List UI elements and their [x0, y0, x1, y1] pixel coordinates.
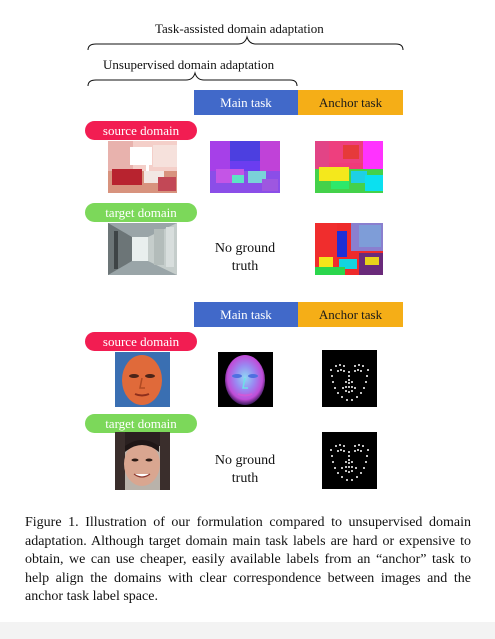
figure-caption: Figure 1. Illustration of our formulatio…	[25, 515, 471, 605]
outer-brace-label: Task-assisted domain adaptation	[155, 21, 324, 36]
source-face-normals	[218, 352, 273, 407]
target-domain-pill: target domain	[85, 203, 197, 222]
no-gt-line2: truth	[231, 259, 259, 274]
brace-diagram	[87, 35, 404, 87]
no-gt-line1: No ground	[214, 241, 276, 256]
inner-brace-label: Unsupervised domain adaptation	[103, 57, 275, 72]
target-domain-pill-bottom: target domain	[85, 414, 197, 433]
no-ground-truth-label-top: No ground truth	[205, 240, 285, 276]
inner-brace	[87, 71, 298, 87]
main-task-header-bottom: Main task	[194, 302, 298, 327]
target-face-image	[115, 432, 170, 490]
outer-brace	[87, 35, 404, 51]
target-room-segmentation	[315, 223, 383, 275]
source-room-segmentation	[315, 141, 383, 193]
page-footer-strip	[0, 622, 495, 639]
source-domain-pill: source domain	[85, 121, 197, 140]
no-gt-line2-bottom: truth	[231, 471, 259, 486]
source-face-image	[115, 352, 170, 407]
anchor-task-header: Anchor task	[298, 90, 403, 115]
no-ground-truth-label-bottom: No ground truth	[205, 452, 285, 488]
source-room-image	[108, 141, 177, 193]
main-task-header: Main task	[194, 90, 298, 115]
no-gt-line1-bottom: No ground	[214, 453, 276, 468]
anchor-task-header-bottom: Anchor task	[298, 302, 403, 327]
source-room-normals	[210, 141, 280, 193]
source-domain-pill-bottom: source domain	[85, 332, 197, 351]
target-face-landmarks	[322, 432, 377, 489]
target-room-image	[108, 223, 177, 275]
source-face-landmarks	[322, 350, 377, 407]
